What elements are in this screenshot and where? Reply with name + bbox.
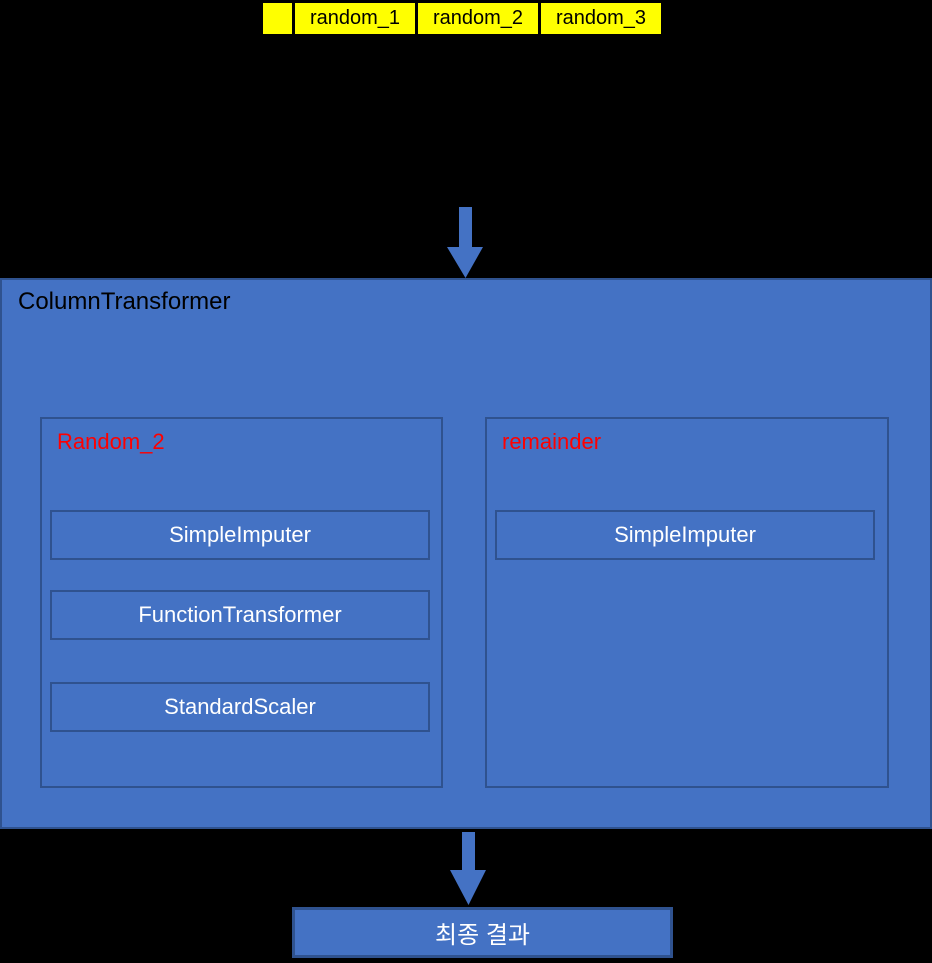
column-transformer-box: ColumnTransformer Random_2 SimpleImputer… — [0, 278, 932, 829]
column-transformer-label: ColumnTransformer — [18, 288, 231, 315]
step-standard-scaler: StandardScaler — [50, 682, 430, 732]
table-cell-index — [263, 3, 292, 34]
table-cell-random-1: random_1 — [295, 3, 415, 34]
down-arrow-icon — [447, 207, 483, 278]
final-result-box: 최종 결과 — [292, 907, 673, 958]
dataframe-header: random_1 random_2 random_3 — [263, 3, 661, 34]
step-function-transformer: FunctionTransformer — [50, 590, 430, 640]
step-simple-imputer-remainder: SimpleImputer — [495, 510, 875, 560]
table-cell-random-2: random_2 — [418, 3, 538, 34]
group-remainder-label: remainder — [502, 429, 602, 454]
table-cell-random-3: random_3 — [541, 3, 661, 34]
group-remainder: remainder SimpleImputer — [485, 417, 889, 788]
group-random-2-label: Random_2 — [57, 429, 165, 454]
final-result-label: 최종 결과 — [435, 922, 530, 949]
group-random-2: Random_2 SimpleImputer FunctionTransform… — [40, 417, 443, 788]
down-arrow-icon — [450, 832, 486, 905]
step-simple-imputer: SimpleImputer — [50, 510, 430, 560]
